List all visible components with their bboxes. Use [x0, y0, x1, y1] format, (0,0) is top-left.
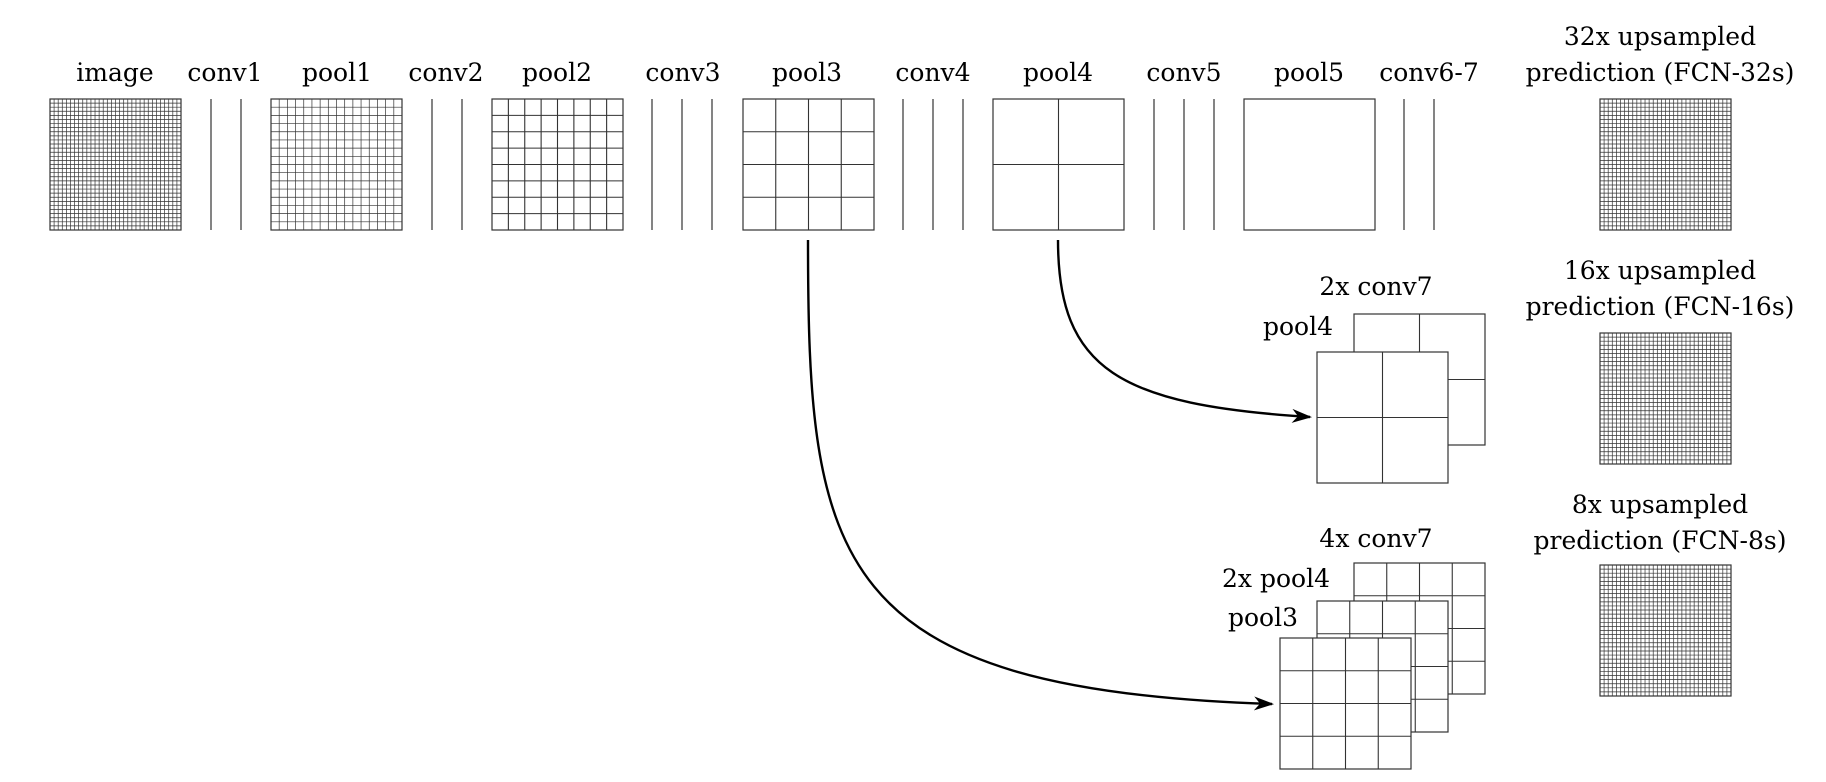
layer-label-pool5: pool5: [1274, 58, 1344, 87]
layer-grid-pool3: [742, 98, 875, 231]
fcn8-pool3-label: pool3: [1228, 603, 1298, 632]
prediction-grid-1: [1599, 98, 1732, 231]
layer-label-conv6-7: conv6-7: [1379, 58, 1479, 87]
prediction-32s-line2: prediction (FCN-32s): [1526, 58, 1795, 87]
layer-shapes: [49, 98, 1732, 770]
fcn8-pool3-grid: [1279, 637, 1412, 770]
prediction-grid-3: [1599, 564, 1732, 697]
layer-label-pool1: pool1: [302, 58, 372, 87]
layer-grid-pool2: [491, 98, 624, 231]
fcn16-2x-conv7-label: 2x conv7: [1319, 272, 1432, 301]
layer-lines-conv5: [1153, 99, 1215, 230]
layer-label-pool2: pool2: [522, 58, 592, 87]
prediction-8s-line2: prediction (FCN-8s): [1534, 526, 1787, 555]
layer-lines-conv6-7: [1403, 99, 1435, 230]
fcn16-pool4-grid: [1316, 351, 1449, 484]
layer-label-pool3: pool3: [772, 58, 842, 87]
layer-grid-image: [49, 98, 182, 231]
pool4-skip-arrow: [1056, 239, 1312, 423]
prediction-8s-line1: 8x upsampled: [1572, 490, 1748, 519]
fcn8-2x-pool4-label: 2x pool4: [1222, 564, 1330, 593]
layer-label-conv5: conv5: [1146, 58, 1221, 87]
fcn16-pool4-label: pool4: [1263, 312, 1333, 341]
layer-label-conv4: conv4: [895, 58, 970, 87]
layer-label-image: image: [76, 58, 153, 87]
layer-lines-conv2: [431, 99, 463, 230]
prediction-grid-2: [1599, 332, 1732, 465]
layer-label-conv2: conv2: [408, 58, 483, 87]
layer-lines-conv3: [651, 99, 713, 230]
prediction-16s-line1: 16x upsampled: [1564, 256, 1756, 285]
pool3-skip-arrow: [806, 239, 1274, 711]
fcn8-4x-conv7-label: 4x conv7: [1319, 524, 1432, 553]
layer-label-conv1: conv1: [187, 58, 262, 87]
layer-grid-pool5: [1243, 98, 1376, 231]
prediction-16s-line2: prediction (FCN-16s): [1526, 292, 1795, 321]
layer-grid-pool1: [270, 98, 403, 231]
prediction-32s-line1: 32x upsampled: [1564, 22, 1756, 51]
layer-label-conv3: conv3: [645, 58, 720, 87]
layer-lines-conv1: [210, 99, 242, 230]
layer-grid-pool4: [992, 98, 1125, 231]
layer-lines-conv4: [902, 99, 964, 230]
layer-label-pool4: pool4: [1023, 58, 1093, 87]
